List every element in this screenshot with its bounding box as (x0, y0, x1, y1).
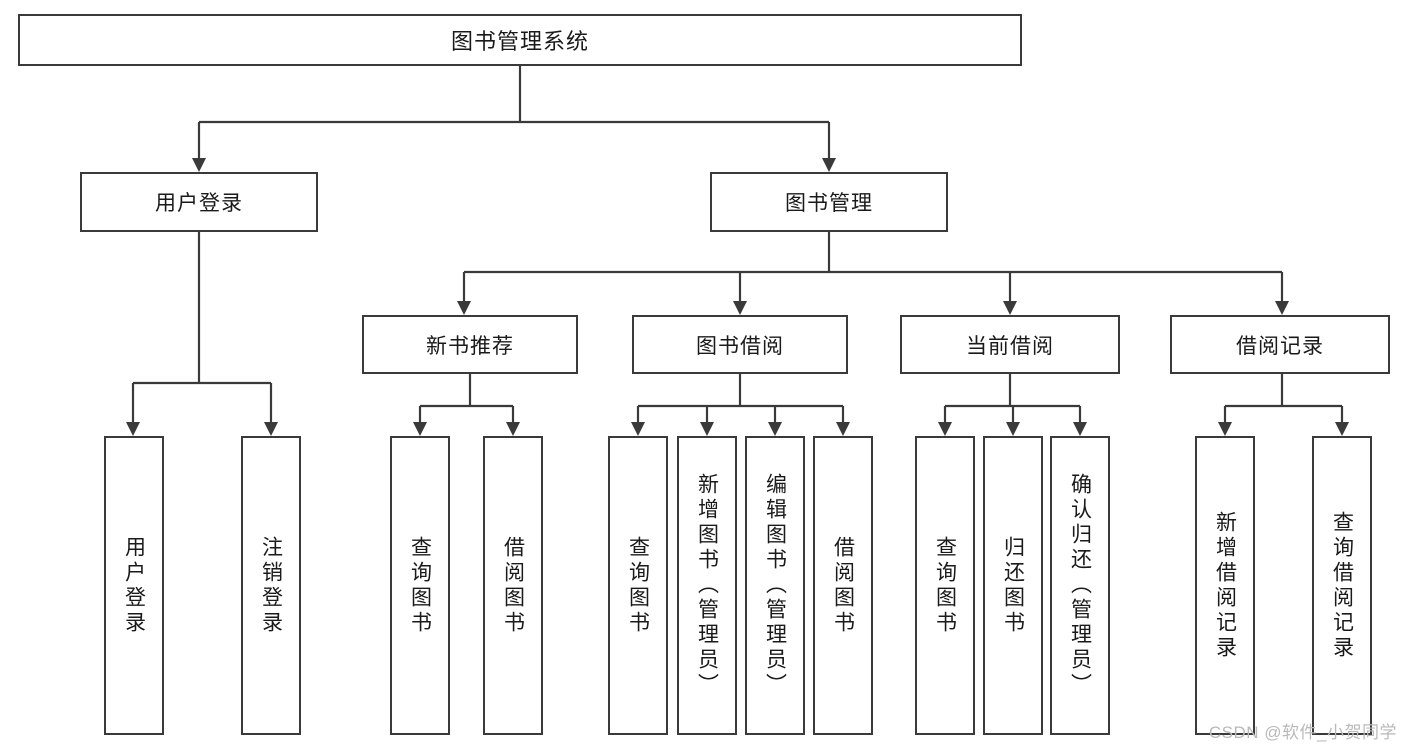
watermark: CSDN @软件_小贺同学 (1208, 723, 1397, 742)
leaf-confirm-return-admin[interactable]: 确认归还（管理员） (1050, 436, 1110, 735)
leaf-add-borrow-record[interactable]: 新增借阅记录 (1195, 436, 1255, 735)
node-book-management[interactable]: 图书管理 (710, 172, 948, 232)
leaf-user-logout[interactable]: 注销登录 (241, 436, 301, 735)
node-borrow-record[interactable]: 借阅记录 (1170, 315, 1390, 374)
leaf-borrow-book[interactable]: 借阅图书 (813, 436, 873, 735)
leaf-query-book-current[interactable]: 查询图书 (915, 436, 975, 735)
leaf-query-book-borrow[interactable]: 查询图书 (608, 436, 668, 735)
leaf-edit-book-admin[interactable]: 编辑图书（管理员） (745, 436, 805, 735)
leaf-query-book-recommend[interactable]: 查询图书 (390, 436, 450, 735)
node-user-login[interactable]: 用户登录 (80, 172, 318, 232)
node-book-borrow[interactable]: 图书借阅 (632, 315, 848, 374)
node-new-book-recommend[interactable]: 新书推荐 (362, 315, 578, 374)
node-root-system[interactable]: 图书管理系统 (18, 14, 1022, 66)
leaf-user-login[interactable]: 用户登录 (104, 436, 164, 735)
node-current-borrow[interactable]: 当前借阅 (900, 315, 1120, 374)
leaf-query-borrow-record[interactable]: 查询借阅记录 (1312, 436, 1372, 735)
leaf-return-book[interactable]: 归还图书 (983, 436, 1043, 735)
leaf-add-book-admin[interactable]: 新增图书（管理员） (677, 436, 737, 735)
leaf-borrow-book-recommend[interactable]: 借阅图书 (483, 436, 543, 735)
